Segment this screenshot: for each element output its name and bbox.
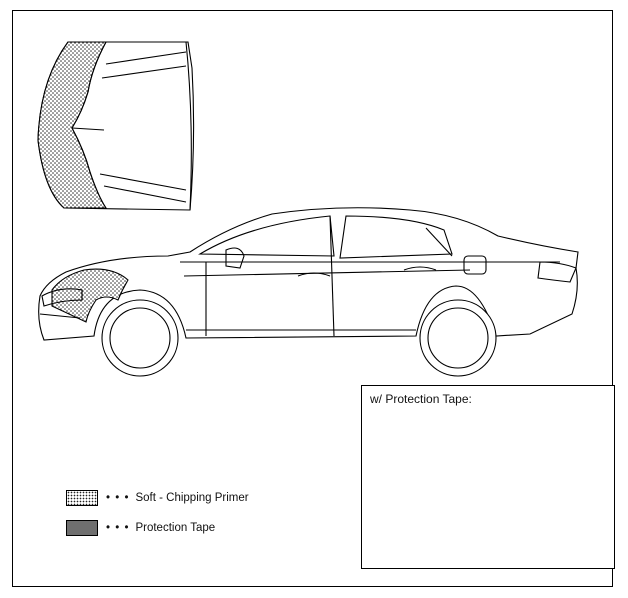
diagram-frame — [12, 10, 613, 587]
car-wheels — [101, 299, 497, 377]
legend-dots: • • • — [106, 522, 130, 534]
inset-box: w/ Protection Tape: — [361, 385, 615, 569]
legend-item-tape: • • • Protection Tape — [66, 520, 215, 536]
car-illustration — [38, 207, 579, 341]
hood-illustration — [37, 41, 195, 211]
tape-swatch — [66, 520, 98, 536]
inset-title: w/ Protection Tape: — [370, 392, 472, 406]
legend-label-primer: Soft - Chipping Primer — [135, 492, 249, 504]
fender-primer-area — [51, 268, 129, 323]
primer-swatch — [66, 490, 98, 506]
legend-label-tape: Protection Tape — [135, 522, 216, 534]
legend-dots: • • • — [106, 492, 130, 504]
legend-item-primer: • • • Soft - Chipping Primer — [66, 490, 249, 506]
